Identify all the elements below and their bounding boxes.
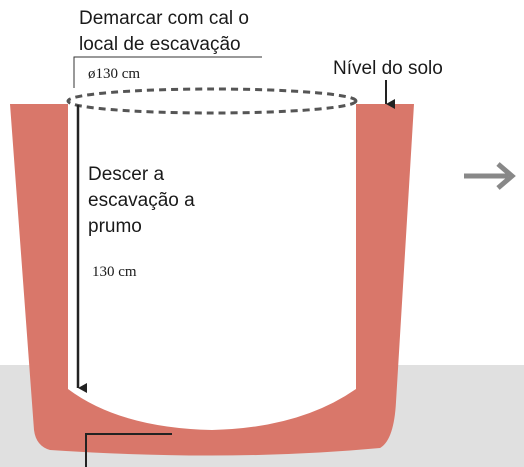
mark-label-line1: Demarcar com cal o: [79, 8, 249, 29]
depth-label: 130 cm: [92, 264, 137, 280]
pit-interior: [68, 101, 356, 430]
arrow-right-icon: [464, 162, 516, 190]
descend-label-line1: Descer a: [88, 164, 164, 185]
descend-label-line2: escavação a: [88, 190, 195, 211]
ground-level-label: Nível do solo: [333, 58, 443, 79]
lime-mark-ellipse: [66, 87, 358, 115]
bottom-leader: [85, 433, 172, 467]
mark-label-line2: local de escavação: [79, 34, 241, 55]
descend-label-line3: prumo: [88, 216, 142, 237]
diameter-label: ø130 cm: [88, 66, 140, 82]
diameter-leader: [73, 56, 262, 88]
